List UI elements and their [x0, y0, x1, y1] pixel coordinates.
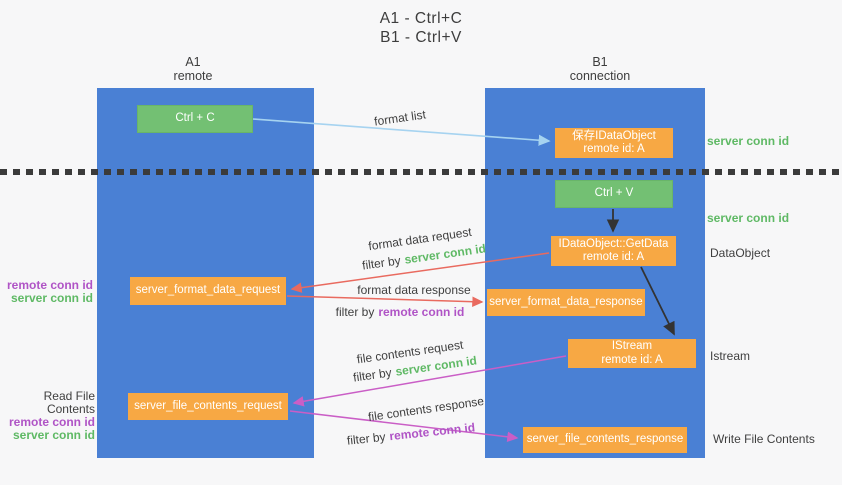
istream-annotation: Istream [710, 349, 751, 363]
filter-by-text: filter by [352, 365, 393, 385]
filter-by-text: filter by [361, 253, 402, 273]
node-save-idataobject-line1: 保存IDataObject [572, 129, 656, 142]
format-list-label: format list [373, 107, 427, 129]
server-conn-id-annotation-left2: server conn id [12, 428, 95, 442]
node-istream-line2: remote id: A [601, 353, 663, 366]
node-server-file-contents-response: server_file_contents_response [523, 427, 687, 453]
left-conn-id-annotations: remote conn id server conn id [0, 279, 93, 305]
right-column-header: B1 connection [530, 55, 670, 83]
dataobject-annotation: DataObject [710, 246, 771, 260]
remote-conn-id-text: remote conn id [378, 305, 465, 319]
server-conn-id-annotation-mid: server conn id [707, 211, 790, 225]
remote-conn-id-text: remote conn id [388, 420, 476, 444]
node-istream: IStream remote id: A [568, 339, 696, 368]
node-server-file-contents-request: server_file_contents_request [128, 393, 288, 420]
right-column-role: connection [569, 69, 631, 83]
node-istream-line1: IStream [611, 340, 653, 352]
diagram-title: A1 - Ctrl+C B1 - Ctrl+V [0, 9, 842, 47]
dotted-divider-line [0, 169, 842, 175]
write-file-contents-annotation: Write File Contents [713, 432, 815, 446]
filter-by-text: filter by [346, 429, 387, 448]
right-column-name: B1 [592, 55, 608, 69]
left-column-role: remote [173, 69, 213, 83]
server-conn-id-annotation-top: server conn id [707, 134, 790, 148]
node-save-idataobject-line2: remote id: A [583, 143, 645, 155]
left-column-header: A1 remote [123, 55, 263, 83]
node-save-idataobject: 保存IDataObject remote id: A [555, 128, 673, 158]
filter-by-text: filter by [335, 305, 375, 319]
server-conn-id-annotation-left: server conn id [10, 291, 93, 305]
read-file-contents-annotations: Read File Contents remote conn id server… [0, 390, 95, 442]
title-line-1: A1 - Ctrl+C [379, 10, 463, 27]
remote-conn-id-annotation-left: remote conn id [6, 278, 93, 292]
left-column-name: A1 [185, 55, 201, 69]
node-idataobject-getdata: IDataObject::GetData remote id: A [551, 236, 676, 266]
format-data-response-label: format data response [357, 283, 471, 297]
remote-conn-id-annotation-left2: remote conn id [8, 415, 95, 429]
read-file-contents-annotation: Read File Contents [43, 389, 95, 416]
file-contents-response-label: file contents response [367, 393, 485, 425]
node-server-format-data-request: server_format_data_request [130, 277, 286, 305]
title-line-2: B1 - Ctrl+V [380, 29, 462, 46]
node-server-format-data-response: server_format_data_response [487, 289, 645, 316]
node-idataobject-getdata-line1: IDataObject::GetData [558, 237, 669, 250]
node-ctrl-c: Ctrl + C [137, 105, 253, 133]
node-idataobject-getdata-line2: remote id: A [582, 251, 645, 263]
node-ctrl-v: Ctrl + V [555, 180, 673, 208]
